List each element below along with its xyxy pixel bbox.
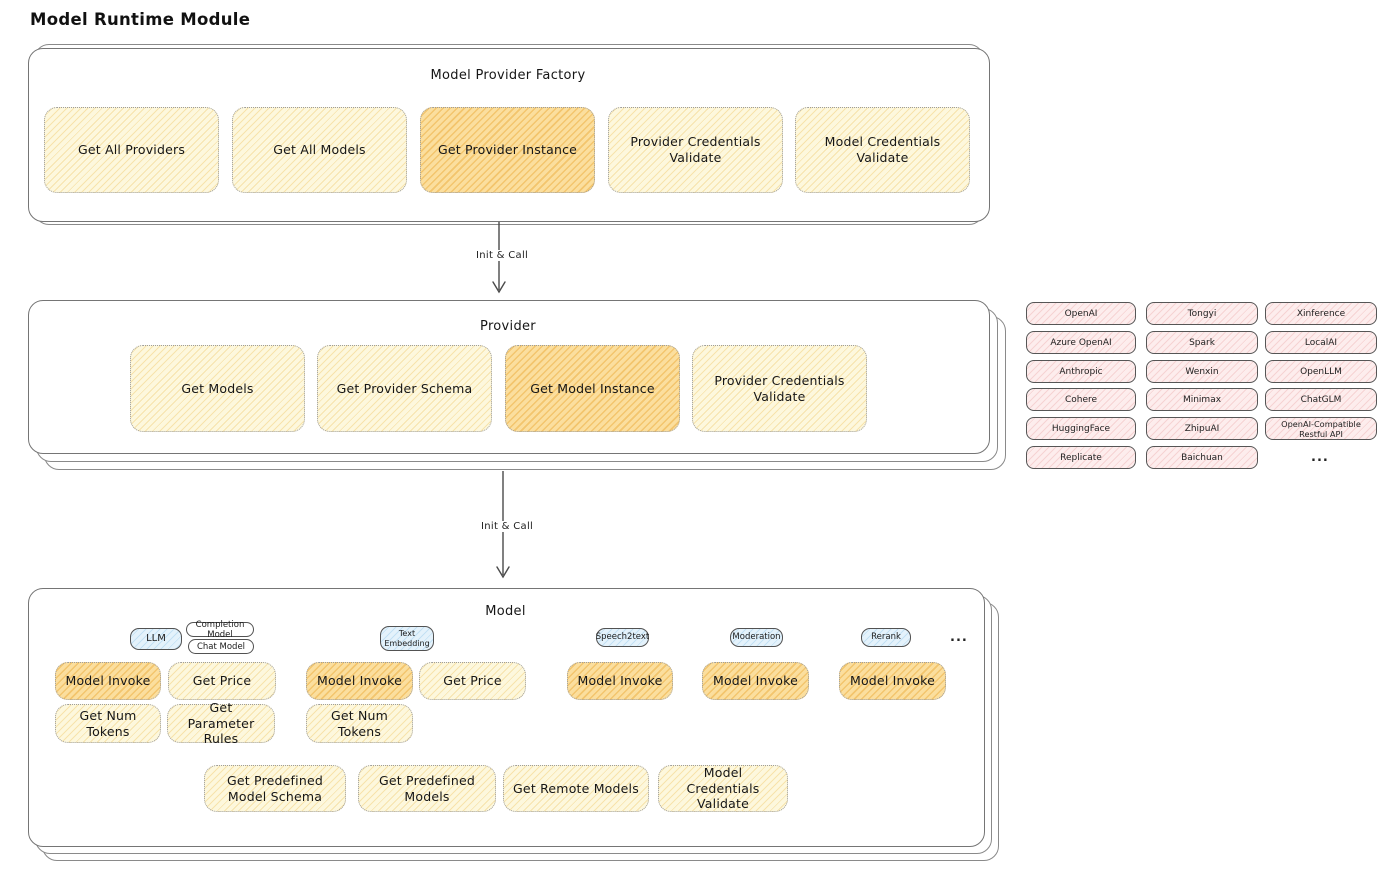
moderation-button-model-invoke: Model Invoke [702, 662, 809, 700]
model-tabs-ellipsis: ... [950, 630, 968, 645]
factory-panel-title: Model Provider Factory [430, 68, 586, 83]
embedding-button-model-invoke: Model Invoke [306, 662, 413, 700]
tab-speech2text: Speech2text [596, 628, 649, 647]
llm-button-get-parameter-rules: Get Parameter Rules [167, 700, 275, 746]
tab-text-embedding: Text Embedding [380, 626, 434, 651]
factory-button-get-provider-instance: Get Provider Instance [420, 107, 595, 193]
model-button-model-credentials-validate: Model Credentials Validate [658, 765, 788, 812]
provider-button-get-models: Get Models [130, 345, 305, 432]
llm-button-model-invoke: Model Invoke [55, 662, 161, 700]
model-button-get-predefined-models: Get Predefined Models [358, 765, 496, 812]
factory-button-get-all-providers: Get All Providers [44, 107, 219, 193]
provider-chip-localai: LocalAI [1265, 331, 1377, 354]
provider-chip-cohere: Cohere [1026, 388, 1136, 411]
llm-button-get-price: Get Price [168, 662, 276, 700]
llm-button-get-num-tokens: Get Num Tokens [55, 704, 161, 743]
factory-button-model-credentials-validate: Model Credentials Validate [795, 107, 970, 193]
model-button-get-remote-models: Get Remote Models [503, 765, 649, 812]
diagram-title: Model Runtime Module [30, 10, 251, 29]
provider-button-get-provider-schema: Get Provider Schema [317, 345, 492, 432]
provider-chip-zhipuai: ZhipuAI [1146, 417, 1258, 440]
provider-chip-huggingface: HuggingFace [1026, 417, 1136, 440]
model-button-get-predefined-model-schema: Get Predefined Model Schema [204, 765, 346, 812]
provider-chip-wenxin: Wenxin [1146, 360, 1258, 383]
provider-button-provider-credentials-validate: Provider Credentials Validate [692, 345, 867, 432]
provider-chip-chatglm: ChatGLM [1265, 388, 1377, 411]
provider-chip-openllm: OpenLLM [1265, 360, 1377, 383]
provider-chip-replicate: Replicate [1026, 446, 1136, 469]
provider-chip-openai: OpenAI [1026, 302, 1136, 325]
provider-chip-anthropic: Anthropic [1026, 360, 1136, 383]
provider-button-get-model-instance: Get Model Instance [505, 345, 680, 432]
provider-chip-minimax: Minimax [1146, 388, 1258, 411]
tab-moderation: Moderation [730, 628, 783, 647]
provider-chip-xinference: Xinference [1265, 302, 1377, 325]
tab-rerank: Rerank [861, 628, 911, 647]
tab-chat-model: Chat Model [188, 639, 254, 654]
provider-list-ellipsis: ... [1311, 450, 1329, 465]
tab-completion-model: Completion Model [186, 620, 254, 640]
embedding-button-get-price: Get Price [419, 662, 526, 700]
provider-chip-spark: Spark [1146, 331, 1258, 354]
provider-chip-openai-compatible-restful-api: OpenAI-Compatible Restful API [1265, 417, 1377, 440]
factory-button-provider-credentials-validate: Provider Credentials Validate [608, 107, 783, 193]
tab-llm: LLM [130, 628, 182, 650]
model-panel-title: Model [485, 604, 526, 619]
factory-button-get-all-models: Get All Models [232, 107, 407, 193]
init-call-label-1: Init & Call [472, 250, 533, 261]
provider-chip-baichuan: Baichuan [1146, 446, 1258, 469]
embedding-button-get-num-tokens: Get Num Tokens [306, 704, 413, 743]
init-call-label-2: Init & Call [477, 521, 538, 532]
provider-panel-title: Provider [480, 319, 536, 334]
provider-chip-tongyi: Tongyi [1146, 302, 1258, 325]
speech2text-button-model-invoke: Model Invoke [567, 662, 673, 700]
provider-chip-azure-openai: Azure OpenAI [1026, 331, 1136, 354]
rerank-button-model-invoke: Model Invoke [839, 662, 946, 700]
